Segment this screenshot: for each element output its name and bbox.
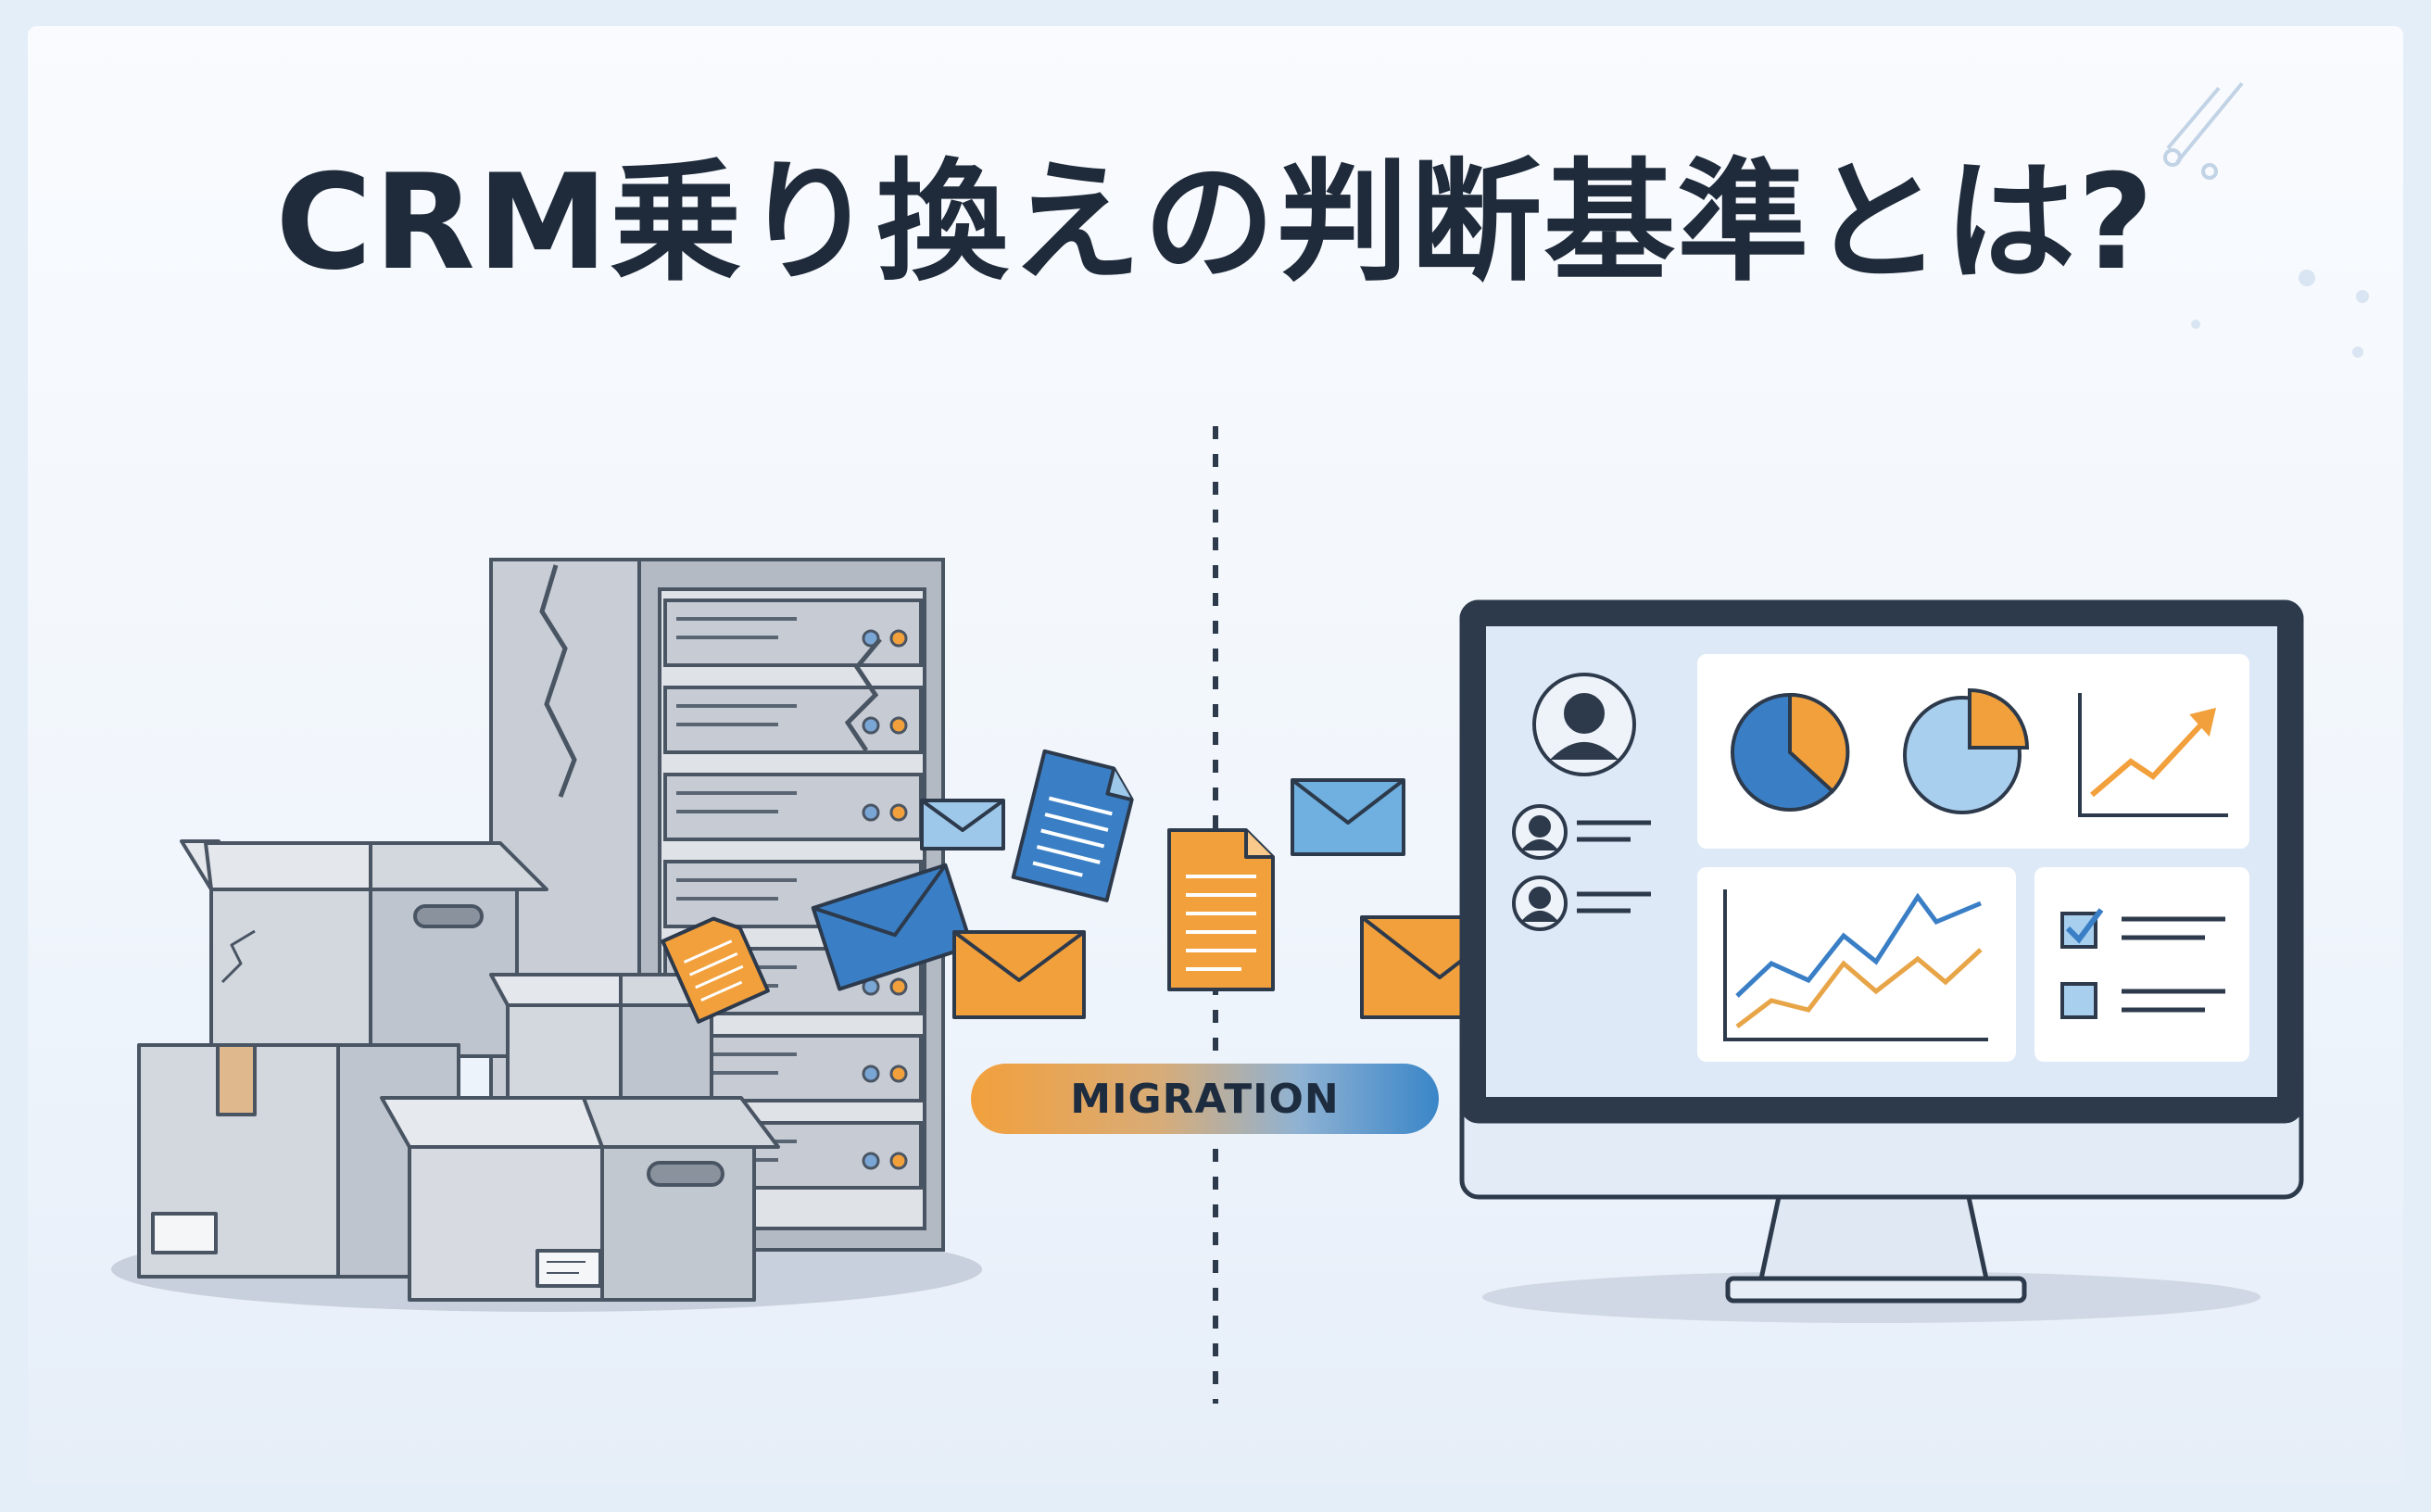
user-avatar-icon xyxy=(1512,804,1568,860)
pie-chart-icon xyxy=(1903,687,2030,814)
line-chart-icon xyxy=(1723,889,1988,1041)
crack-icon xyxy=(539,564,577,798)
contact-lines xyxy=(1577,820,1651,842)
envelope-icon xyxy=(952,930,1086,1019)
pie-chart-icon xyxy=(1731,692,1850,812)
crack-icon xyxy=(844,637,882,752)
user-avatar-icon xyxy=(1532,673,1636,776)
user-avatar-icon xyxy=(1512,876,1568,931)
cardboard-box-icon xyxy=(180,839,548,1058)
dashboard-panel xyxy=(1697,867,2016,1062)
migration-badge: MIGRATION xyxy=(971,1064,1439,1134)
contact-lines xyxy=(1577,891,1651,914)
page-title: CRM乗り換えの判断基準とは? xyxy=(275,146,2156,299)
envelope-icon xyxy=(1291,778,1405,856)
line-chart-icon xyxy=(2078,693,2228,817)
cardboard-box-icon xyxy=(380,1096,780,1302)
document-icon xyxy=(1167,828,1275,991)
dashboard-panel xyxy=(2034,867,2249,1062)
document-icon xyxy=(1011,749,1134,902)
envelope-icon xyxy=(811,863,974,991)
document-icon xyxy=(661,916,770,1024)
sparkle-icon xyxy=(2163,82,2369,358)
envelope-icon xyxy=(920,799,1005,850)
checklist-icon xyxy=(2060,908,2225,1019)
